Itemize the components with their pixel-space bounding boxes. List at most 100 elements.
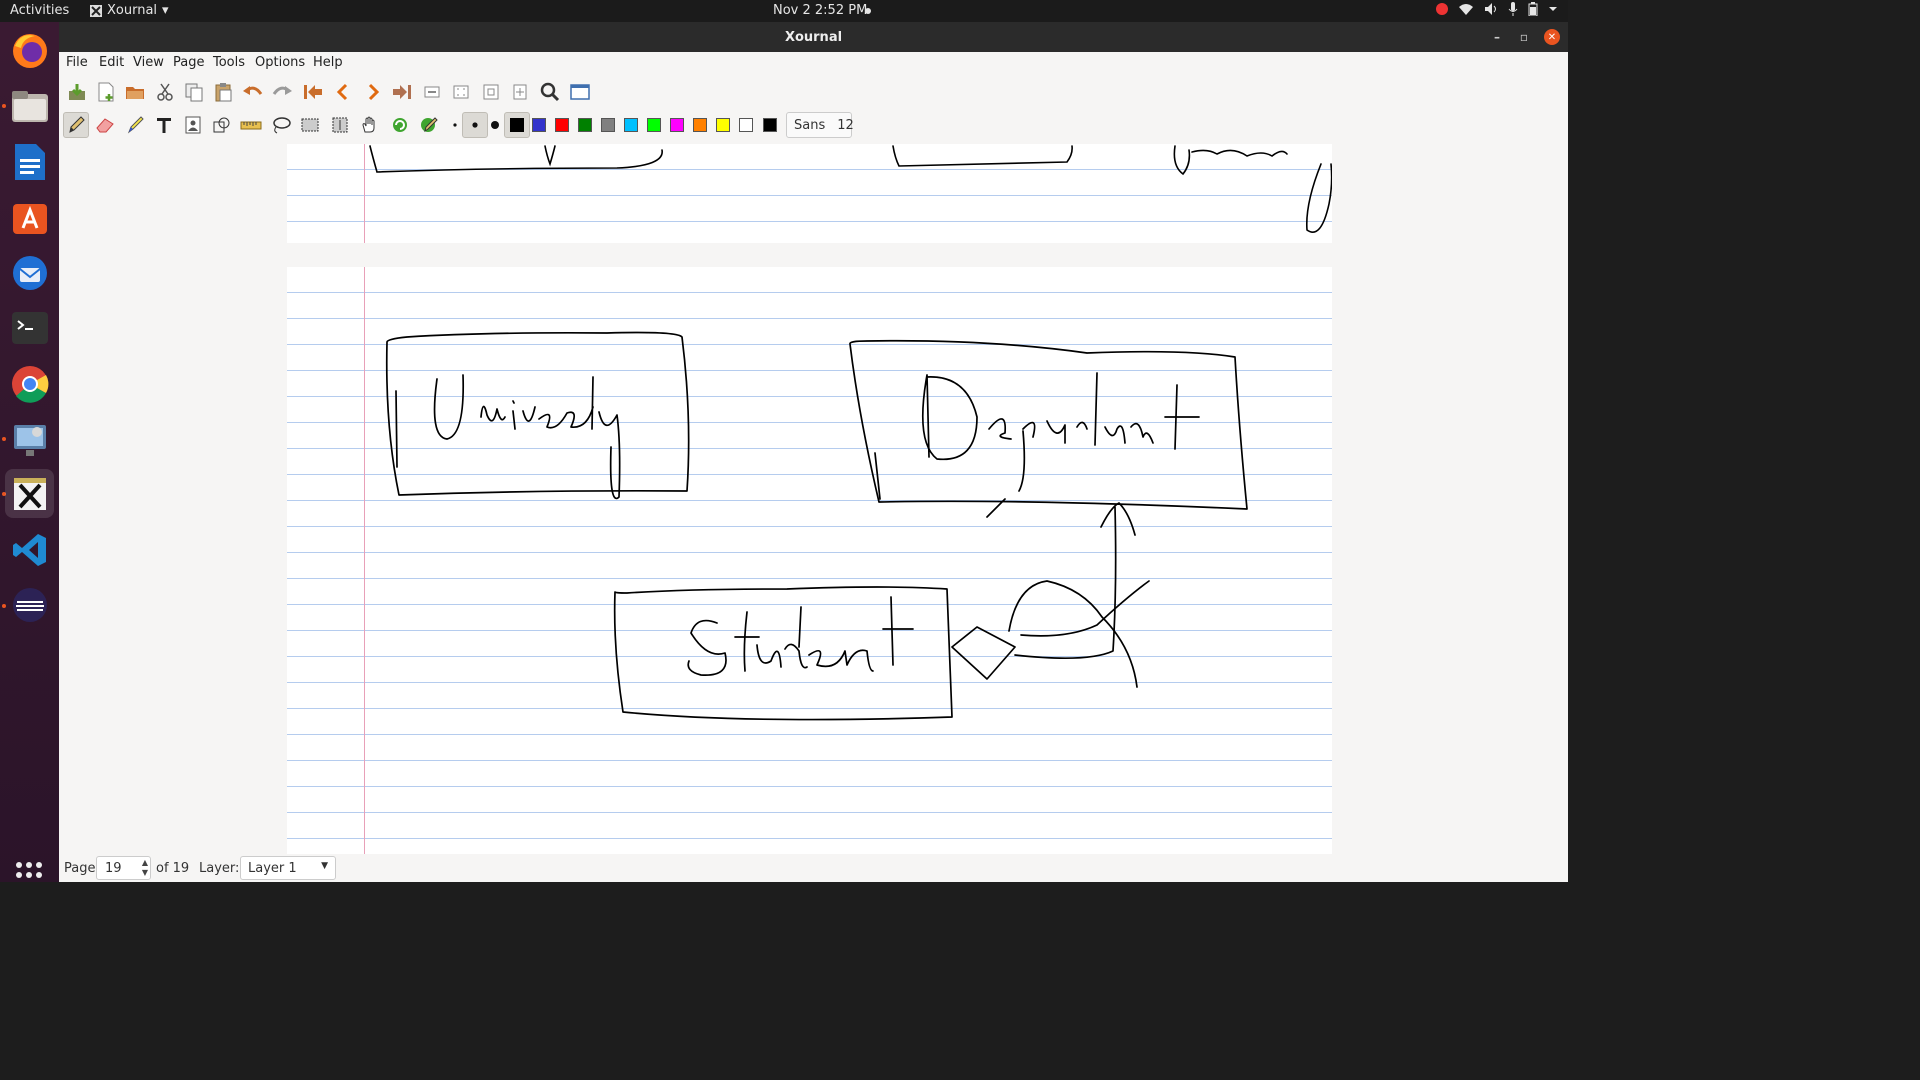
menu-page[interactable]: Page xyxy=(173,55,205,70)
highlighter-icon[interactable] xyxy=(122,112,148,138)
undo-icon[interactable] xyxy=(240,79,266,105)
cut-icon[interactable] xyxy=(152,79,178,105)
current-page[interactable] xyxy=(287,267,1332,854)
layer-select[interactable]: Layer 1 ▼ xyxy=(240,856,336,880)
window-title: Xournal xyxy=(784,30,843,45)
running-indicator xyxy=(2,437,6,441)
rect-select-icon[interactable] xyxy=(297,112,323,138)
color-lightgreen-swatch[interactable] xyxy=(647,118,661,132)
color-gray-swatch[interactable] xyxy=(601,118,615,132)
save-icon[interactable] xyxy=(64,79,90,105)
font-button[interactable]: Sans 12 xyxy=(786,112,854,138)
desktop: Activities Xournal ▾ Nov 2 2:52 PM xyxy=(0,0,1568,882)
main-toolbar xyxy=(59,77,1568,107)
screenshot-tool-icon[interactable] xyxy=(5,414,54,463)
zoom-fit-icon[interactable] xyxy=(448,79,474,105)
color-current-swatch[interactable] xyxy=(763,118,777,132)
xournal-app-icon xyxy=(90,4,102,17)
menu-options[interactable]: Options xyxy=(255,55,306,70)
title-bar[interactable]: Xournal – ▫ ✕ xyxy=(59,22,1568,52)
page-spin-icon[interactable]: ▲▼ xyxy=(141,858,148,877)
clock[interactable]: Nov 2 2:52 PM xyxy=(773,3,868,18)
zoom-icon[interactable] xyxy=(537,79,563,105)
mic-icon xyxy=(1508,2,1518,16)
open-icon[interactable] xyxy=(122,79,148,105)
default-tool-icon[interactable] xyxy=(387,112,413,138)
new-icon[interactable] xyxy=(93,79,119,105)
minimize-button[interactable]: – xyxy=(1494,30,1500,44)
zoom-100-icon[interactable] xyxy=(478,79,504,105)
last-page-icon[interactable] xyxy=(389,79,415,105)
menu-file[interactable]: File xyxy=(66,55,88,70)
menu-tools[interactable]: Tools xyxy=(213,55,246,70)
color-blue-swatch[interactable] xyxy=(532,118,546,132)
battery-icon xyxy=(1528,2,1538,16)
menu-help[interactable]: Help xyxy=(313,55,343,70)
canvas-area[interactable] xyxy=(59,144,1568,854)
color-lightblue-swatch[interactable] xyxy=(624,118,638,132)
thickness-fine-icon[interactable] xyxy=(442,112,468,138)
files-icon[interactable] xyxy=(5,82,54,131)
terminal-icon[interactable] xyxy=(5,303,54,352)
zoom-out-icon[interactable] xyxy=(419,79,445,105)
next-page-icon[interactable] xyxy=(360,79,386,105)
status-bar: Page 19 ▲▼ of 19 Layer: Layer 1 ▼ xyxy=(59,854,1568,882)
color-green-swatch[interactable] xyxy=(578,118,592,132)
eraser-icon[interactable] xyxy=(92,112,118,138)
image-icon[interactable] xyxy=(180,112,206,138)
libreoffice-writer-icon[interactable] xyxy=(5,137,54,186)
page-number-value: 19 xyxy=(105,861,122,876)
menu-bar: File Edit View Page Tools Options Help xyxy=(59,52,1568,72)
default-pen-icon[interactable] xyxy=(416,112,442,138)
app-menu[interactable]: Xournal ▾ xyxy=(90,3,169,18)
menu-edit[interactable]: Edit xyxy=(99,55,125,70)
maximize-button[interactable]: ▫ xyxy=(1519,30,1529,44)
system-tray[interactable] xyxy=(1436,2,1558,16)
redo-icon[interactable] xyxy=(269,79,295,105)
show-applications-icon[interactable] xyxy=(16,862,42,882)
first-page-icon[interactable] xyxy=(300,79,326,105)
color-orange-swatch[interactable] xyxy=(693,118,707,132)
running-indicator xyxy=(2,492,6,496)
layer-value: Layer 1 xyxy=(248,861,297,876)
wifi-icon xyxy=(1459,4,1473,15)
record-indicator-icon xyxy=(1436,3,1448,15)
activities-button[interactable]: Activities xyxy=(10,3,70,18)
text-icon[interactable] xyxy=(151,112,177,138)
previous-page-ink xyxy=(369,145,1332,233)
prev-page-icon[interactable] xyxy=(330,79,356,105)
color-red-swatch[interactable] xyxy=(555,118,569,132)
color-white-swatch[interactable] xyxy=(739,118,753,132)
dock xyxy=(0,22,59,882)
ruler-icon[interactable] xyxy=(238,112,264,138)
chrome-icon[interactable] xyxy=(5,359,54,408)
thickness-thick-icon[interactable] xyxy=(482,112,508,138)
color-magenta-swatch[interactable] xyxy=(670,118,684,132)
thunderbird-icon[interactable] xyxy=(5,248,54,297)
copy-icon[interactable] xyxy=(181,79,207,105)
font-name: Sans xyxy=(794,117,826,133)
menu-view[interactable]: View xyxy=(133,55,164,70)
firefox-icon[interactable] xyxy=(5,26,54,75)
margin-line xyxy=(364,144,365,243)
hand-icon[interactable] xyxy=(356,112,382,138)
chevron-down-icon: ▾ xyxy=(162,3,169,18)
paste-icon[interactable] xyxy=(210,79,236,105)
vscode-icon[interactable] xyxy=(5,525,54,574)
thickness-medium-icon[interactable] xyxy=(462,112,488,138)
xournal-icon[interactable] xyxy=(5,469,54,518)
close-button[interactable]: ✕ xyxy=(1544,29,1560,45)
eclipse-icon[interactable] xyxy=(5,580,54,629)
lasso-select-icon[interactable] xyxy=(268,112,294,138)
fullscreen-icon[interactable] xyxy=(567,79,593,105)
color-yellow-swatch[interactable] xyxy=(716,118,730,132)
shape-recognizer-icon[interactable] xyxy=(209,112,235,138)
ubuntu-software-icon[interactable] xyxy=(5,192,54,241)
pen-icon[interactable] xyxy=(63,112,89,138)
vertical-space-icon[interactable] xyxy=(327,112,353,138)
previous-page[interactable] xyxy=(287,144,1332,243)
zoom-in-icon[interactable] xyxy=(507,79,533,105)
color-black-active-swatch[interactable] xyxy=(504,112,530,138)
page-number-input[interactable]: 19 ▲▼ xyxy=(96,856,151,880)
top-bar: Activities Xournal ▾ Nov 2 2:52 PM xyxy=(0,0,1568,22)
